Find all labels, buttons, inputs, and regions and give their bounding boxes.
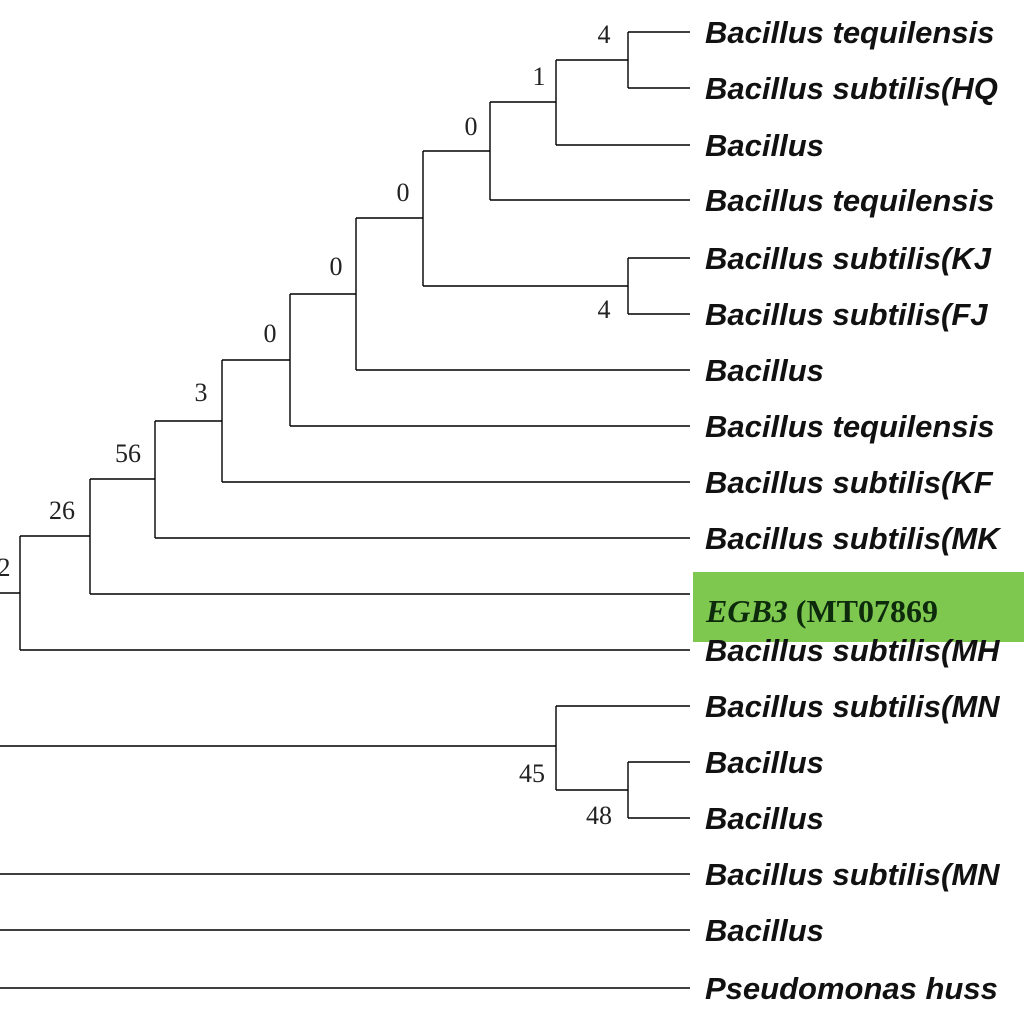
taxon-label: Pseudomonas huss bbox=[705, 971, 998, 1006]
bootstrap-label: 0 bbox=[397, 178, 410, 207]
bootstrap-label: 0 bbox=[264, 319, 277, 348]
taxon-label: Bacillus bbox=[705, 353, 824, 388]
taxon-label: Bacillus bbox=[705, 801, 824, 836]
taxon-label: Bacillus subtilis(MN bbox=[705, 857, 1000, 892]
bootstrap-label: 56 bbox=[115, 439, 141, 468]
taxon-label: Bacillus bbox=[705, 128, 824, 163]
highlight-strain-name: EGB3 bbox=[705, 593, 788, 629]
highlight-accession: (MT07869 bbox=[788, 593, 938, 629]
highlighted-strain: EGB3 (MT07869 bbox=[693, 572, 1024, 642]
bootstrap-label: 0 bbox=[330, 252, 343, 281]
bootstrap-label: 4 bbox=[598, 295, 611, 324]
highlight-box bbox=[693, 572, 1024, 642]
bootstrap-label: 45 bbox=[519, 759, 545, 788]
bootstrap-label: 2 bbox=[0, 553, 11, 582]
taxon-label: Bacillus bbox=[705, 913, 824, 948]
taxon-label: Bacillus tequilensis bbox=[705, 409, 994, 444]
taxon-label: Bacillus bbox=[705, 745, 824, 780]
bootstrap-label: 3 bbox=[195, 378, 208, 407]
bootstrap-label: 48 bbox=[586, 801, 612, 830]
branches bbox=[0, 31, 690, 989]
bootstrap-label: 1 bbox=[533, 62, 546, 91]
bootstrap-label: 26 bbox=[49, 496, 75, 525]
taxon-label: Bacillus tequilensis bbox=[705, 15, 994, 50]
highlight-label: EGB3 (MT07869 bbox=[705, 593, 938, 629]
taxon-label: Bacillus tequilensis bbox=[705, 183, 994, 218]
bootstrap-values: 4 1 0 4 0 0 0 3 56 26 2 48 45 bbox=[0, 20, 612, 830]
bootstrap-label: 0 bbox=[465, 112, 478, 141]
taxon-labels: Bacillus tequilensis Bacillus subtilis(H… bbox=[705, 15, 1002, 1006]
taxon-label: Bacillus subtilis(MN bbox=[705, 689, 1000, 724]
bootstrap-label: 4 bbox=[598, 20, 611, 49]
taxon-label: Bacillus subtilis(KJ bbox=[705, 241, 992, 276]
taxon-label: Bacillus subtilis(MK bbox=[705, 521, 1002, 556]
taxon-label: Bacillus subtilis(KF bbox=[705, 465, 994, 500]
taxon-label: Bacillus subtilis(FJ bbox=[705, 297, 988, 332]
taxon-label: Bacillus subtilis(MH bbox=[705, 633, 1000, 668]
taxon-label: Bacillus subtilis(HQ bbox=[705, 71, 998, 106]
